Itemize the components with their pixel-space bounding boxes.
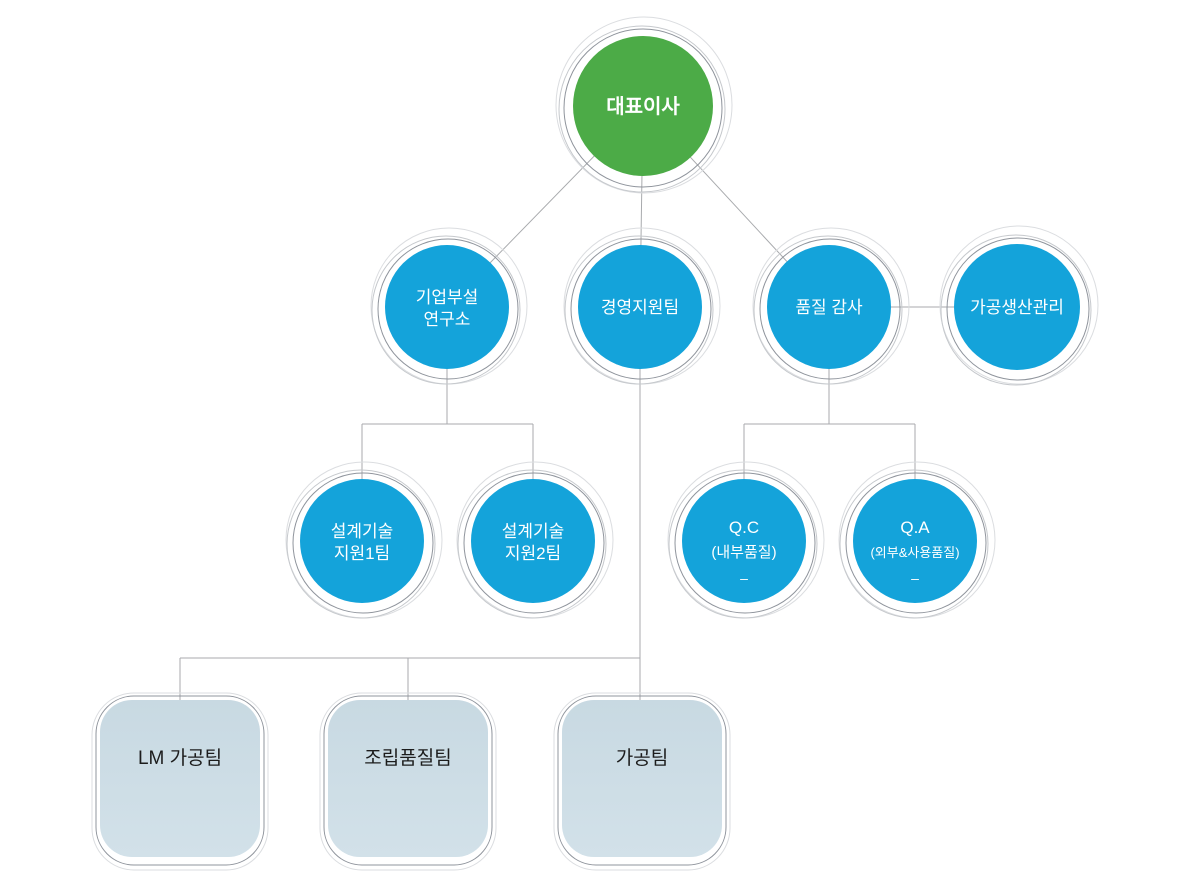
node-production-label: 가공생산관리 [970, 298, 1064, 317]
node-research-label-line1: 기업부설 [416, 288, 479, 307]
node-ceo: 대표이사 [555, 16, 733, 194]
node-qa-circle [853, 479, 977, 603]
ring-outline [753, 235, 903, 385]
ring-outline [555, 16, 733, 194]
node-ceo-circle [573, 36, 713, 176]
node-production-circle [954, 244, 1080, 370]
box-lm-label: LM 가공팀 [138, 747, 222, 769]
ring-outline [558, 25, 726, 193]
box-machining-rect [562, 700, 722, 857]
box-assembly-rect [328, 700, 488, 857]
node-design2-label-line1: 설계기술 [502, 522, 565, 541]
ring-outline [940, 234, 1092, 386]
ring-outline [292, 472, 434, 614]
node-design1-label-line2: 지원1팀 [334, 544, 390, 563]
ring-outline [457, 469, 607, 619]
box-machining-team: 가공팀 [553, 692, 731, 871]
ring-outline [839, 469, 989, 619]
node-qc-title: Q.C [729, 518, 759, 537]
box-outline [553, 692, 731, 871]
node-management-support: 경영지원팀 [563, 227, 721, 385]
box-outline [319, 692, 497, 871]
node-audit-label: 품질 감사 [795, 298, 863, 317]
node-management-circle [578, 245, 702, 369]
node-design2-circle [471, 479, 595, 603]
ring-outline [668, 469, 818, 619]
box-lm-machining-team: LM 가공팀 [91, 692, 269, 871]
node-ceo-label: 대표이사 [606, 95, 680, 118]
ring-outline [564, 235, 714, 385]
box-outline [557, 695, 727, 866]
node-qa-title: Q.A [900, 518, 930, 537]
box-outline [95, 695, 265, 866]
node-design1-circle [300, 479, 424, 603]
ring-outline [377, 238, 519, 380]
node-design-support-2: 설계기술 지원2팀 [456, 461, 614, 619]
node-production-management: 가공생산관리 [939, 225, 1099, 386]
node-research-label-line2: 연구소 [424, 310, 471, 329]
ring-outline [286, 469, 436, 619]
node-quality-audit: 품질 감사 [752, 227, 910, 385]
box-assembly-quality-team: 조립품질팀 [319, 692, 497, 871]
ring-outline [939, 225, 1099, 385]
ring-outline [759, 238, 901, 380]
node-management-label: 경영지원팀 [601, 298, 679, 317]
ring-outline [845, 472, 987, 614]
node-design1-label-line1: 설계기술 [331, 522, 394, 541]
node-qa-dash: – [911, 570, 919, 586]
ring-outline [570, 238, 712, 380]
node-qc-circle [682, 479, 806, 603]
ring-outline [463, 472, 605, 614]
box-lm-rect [100, 700, 260, 857]
box-assembly-label: 조립품질팀 [364, 747, 451, 769]
ring-outline [371, 235, 521, 385]
box-machining-label: 가공팀 [616, 747, 668, 769]
box-outline [91, 692, 269, 871]
node-research-circle [385, 245, 509, 369]
ring-outline [674, 472, 816, 614]
node-research-institute: 기업부설 연구소 [370, 227, 528, 385]
node-audit-circle [767, 245, 891, 369]
ring-outline [563, 28, 723, 188]
node-qc-detail: (내부품질) [711, 544, 776, 561]
ring-outline [946, 237, 1090, 381]
node-qc: Q.C (내부품질) – [667, 461, 825, 619]
node-qc-dash: – [740, 570, 748, 586]
box-outline [323, 695, 493, 866]
node-design-support-1: 설계기술 지원1팀 [285, 461, 443, 619]
connector-lines [179, 105, 1017, 780]
node-design2-label-line2: 지원2팀 [505, 544, 561, 563]
node-qa: Q.A (외부&사용품질) – [838, 461, 996, 619]
node-qa-detail: (외부&사용품질) [870, 545, 959, 560]
